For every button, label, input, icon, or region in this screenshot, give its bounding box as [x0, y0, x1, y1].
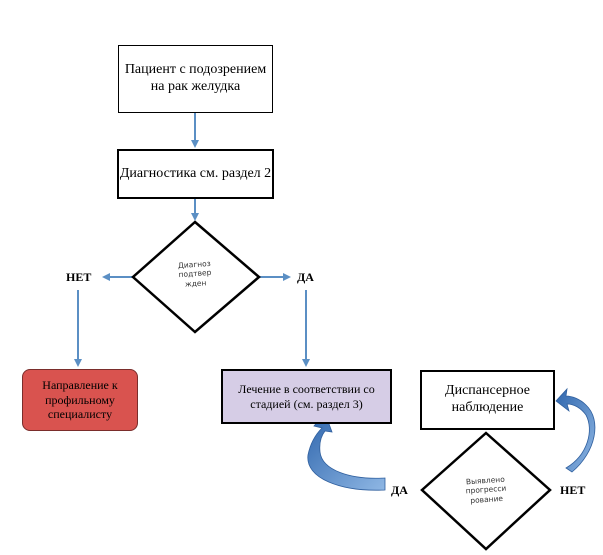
label-yes-bottom: ДА [391, 483, 408, 497]
decision-progression-text: Выявлено прогресси рование [465, 474, 507, 505]
label-yes-right: ДА [297, 270, 314, 284]
referral-text: Направление к профильному специалисту [42, 378, 118, 422]
decision-diamond-progression [420, 431, 552, 551]
curved-arrow-no-to-followup [555, 387, 596, 473]
treatment-text: Лечение в соответствии со стадией (см. р… [238, 382, 375, 411]
decision-confirmed-text: Диагноз подтвер жден [177, 258, 212, 289]
label-no-bottom: НЕТ [560, 483, 586, 497]
start-box: Пациент с подозрением на рак желудка [118, 45, 273, 113]
start-text: Пациент с подозрением на рак желудка [124, 62, 267, 94]
decision-diamond-confirmed [131, 220, 261, 334]
followup-box: Диспансерное наблюдение [420, 370, 555, 430]
referral-box: Направление к профильному специалисту [22, 369, 138, 431]
diagnostics-text: Диагностика см. раздел 2 [119, 165, 272, 181]
followup-text: Диспансерное наблюдение [445, 383, 530, 415]
label-no-left: НЕТ [66, 270, 92, 284]
curved-arrow-yes-to-treatment [307, 412, 386, 491]
diagnostics-box: Диагностика см. раздел 2 [117, 149, 274, 199]
treatment-box: Лечение в соответствии со стадией (см. р… [221, 369, 392, 424]
